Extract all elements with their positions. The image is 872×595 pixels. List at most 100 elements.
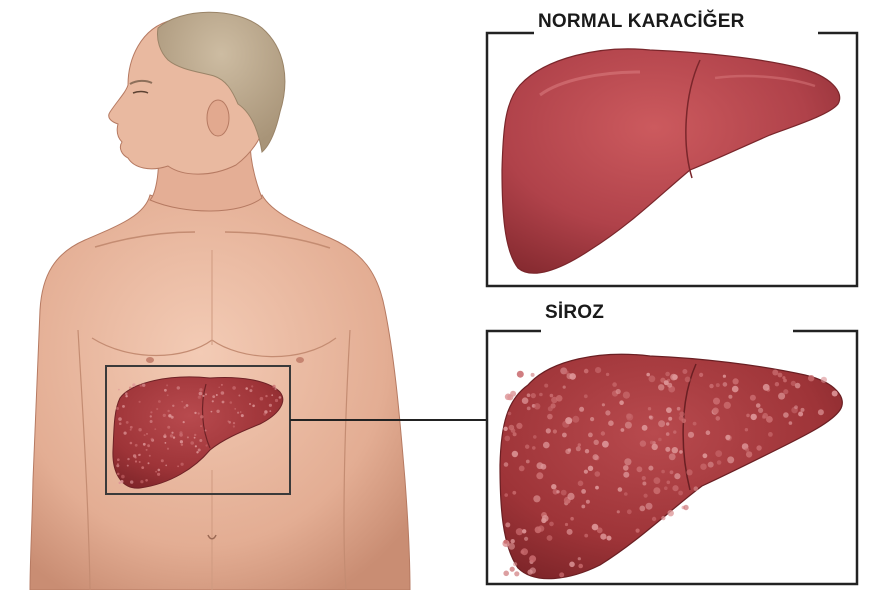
nodule [275,388,277,390]
nodule [652,444,658,450]
nodule [181,463,184,466]
nodule [775,382,779,386]
nodule [199,439,202,442]
nodule [117,458,120,461]
nodule [683,505,688,510]
nodule [143,443,146,446]
nodule [504,493,508,497]
nodule [600,534,606,540]
nodule [658,420,665,427]
nodule [549,522,554,527]
nodule [588,466,593,471]
nodule [125,392,128,395]
nodule [602,441,609,448]
nodule [648,407,651,410]
nodule [617,510,620,513]
nodule [581,489,586,494]
nodule [196,451,198,453]
nodule [233,422,235,424]
nodule [158,469,161,472]
nodule [531,373,535,377]
nodule [778,393,785,400]
nodule [132,383,135,386]
nodule [194,434,196,436]
nodule [527,393,531,397]
nodule [539,393,543,397]
nodule [550,394,554,398]
nodule [139,401,141,403]
nodule [167,410,169,412]
nodule [694,486,699,491]
nodule [206,444,208,446]
nodule [140,480,143,483]
nodule [530,567,536,573]
nodule [798,412,803,417]
nodule [146,433,148,435]
nodule [218,387,220,389]
nodule [512,491,516,495]
nodule [581,505,585,509]
nodule [652,517,656,521]
nodule [122,405,125,408]
nodule [521,548,528,555]
nodule [590,417,594,421]
nodule [627,509,632,514]
nodule [541,464,547,470]
nodule [832,391,838,397]
nodule [198,412,200,414]
nodule [232,386,236,390]
nodule [646,373,650,377]
nodule [646,503,653,510]
nodule [519,466,525,472]
nodule [130,442,133,445]
nodule [170,434,173,437]
nodule [167,394,169,396]
nodule [808,375,814,381]
nodule [559,572,564,577]
nodule [706,430,711,435]
nodule [562,433,567,438]
nodule [648,466,653,471]
nodule [190,441,194,445]
nodule [150,415,152,417]
nodule [171,432,173,434]
nodule [538,525,544,531]
nodule [164,389,167,392]
nodule [602,403,605,406]
nodule [525,445,529,449]
nodule [566,499,570,503]
nodule [673,430,676,433]
nodule [130,429,132,431]
nodule [179,431,182,434]
nodule [533,495,540,502]
nodule [146,449,148,451]
nodule [679,450,683,454]
nodule [639,506,645,512]
nodule [145,479,148,482]
nodule [221,391,225,395]
nodule [556,490,559,493]
nodule [522,397,529,404]
nodule [504,462,509,467]
nodule [249,403,251,405]
nodule [168,414,171,417]
nodule [715,450,722,457]
nodule [686,469,692,475]
nodule [124,432,127,435]
nodule [198,396,201,399]
nodule [505,522,510,527]
nodule [228,421,231,424]
nodule [745,448,749,452]
nodule [579,407,584,412]
nodule [212,400,214,402]
nodule [194,412,196,414]
nodule [642,476,646,480]
nodule [565,523,568,526]
nodule [516,528,523,535]
nodule [195,445,197,447]
nodule [503,427,507,431]
nodule [551,484,556,489]
nodule [505,436,511,442]
nodule [724,402,731,409]
nodule [624,458,631,465]
